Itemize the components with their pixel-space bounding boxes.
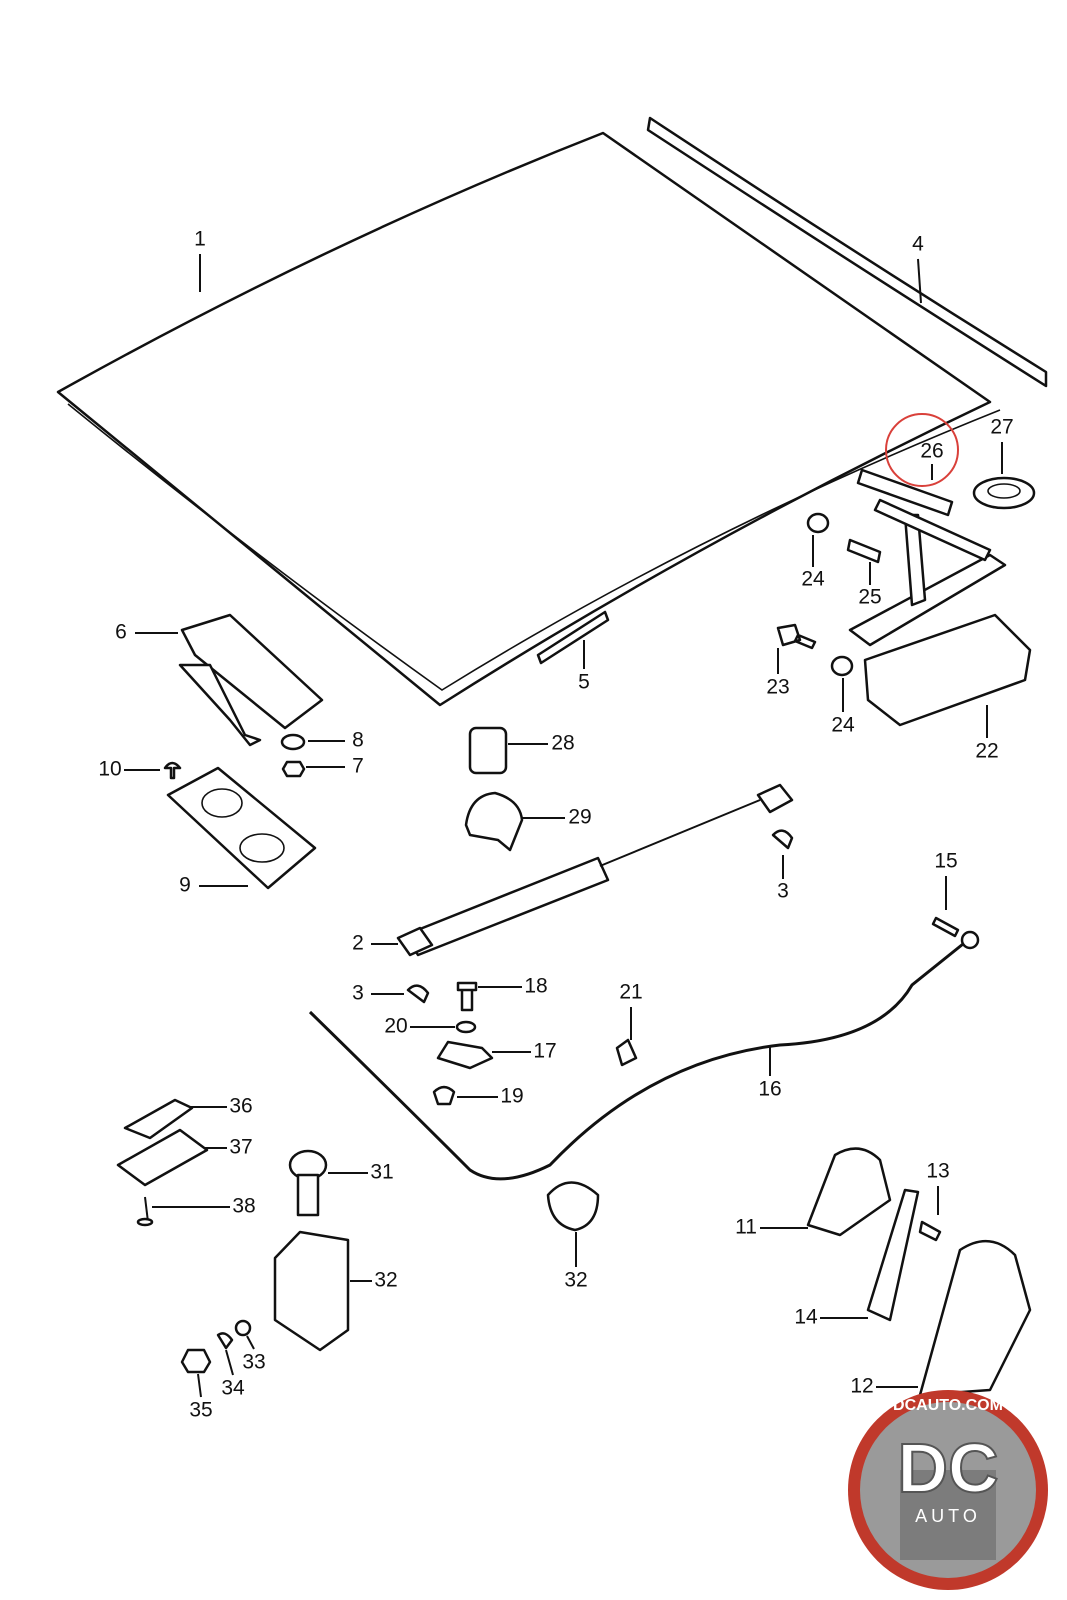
callout-label: 21 (619, 981, 642, 1004)
washer (806, 512, 830, 534)
callout-label: 13 (926, 1160, 949, 1183)
nut (281, 760, 306, 778)
dcauto-logo: DCAUTO.COM DC AUTO (848, 1390, 1048, 1590)
callout-label: 25 (858, 586, 881, 609)
callout-label: 3 (352, 982, 364, 1005)
hood-panel (56, 131, 992, 707)
lock-lever (178, 663, 262, 747)
bracket (436, 1040, 494, 1070)
base-hole (201, 788, 243, 818)
callout-label: 10 (98, 758, 121, 781)
logo-site-text: DCAUTO.COM (893, 1397, 1003, 1414)
lock-base (166, 766, 317, 890)
cap (464, 791, 524, 852)
callout-label: 8 (352, 729, 364, 752)
callout-label: 37 (229, 1136, 252, 1159)
screw (144, 1196, 149, 1223)
strut-end (756, 783, 794, 814)
callout-label: 19 (500, 1085, 523, 1108)
callout-label: 20 (384, 1015, 407, 1038)
callout-label: 18 (524, 975, 547, 998)
trim-strip (536, 610, 610, 665)
pin (931, 916, 960, 938)
callout-label: 7 (352, 755, 364, 778)
mount-block (116, 1128, 209, 1187)
cable-eye (960, 930, 980, 950)
rubber-buffer (468, 726, 508, 775)
callout-label: 2 (352, 932, 364, 955)
bolt (918, 1220, 942, 1242)
callout-label: 9 (179, 874, 191, 897)
bolt (776, 623, 817, 650)
screw (163, 761, 182, 780)
callout-label: 4 (912, 233, 924, 256)
highlight-circle (885, 413, 959, 487)
bolt (456, 981, 478, 1012)
seal-strip (646, 116, 1048, 388)
callout-label: 15 (934, 850, 957, 873)
rubber-plug (546, 1181, 600, 1232)
cable-clip (615, 1038, 638, 1067)
callout-label: 31 (370, 1161, 393, 1184)
callout-label-highlighted: 26 (920, 440, 943, 463)
washer (234, 1319, 252, 1337)
logo-mark-text: DC (897, 1429, 998, 1507)
callout-label: 24 (801, 568, 825, 591)
grommet (432, 1085, 456, 1106)
callout-label: 11 (735, 1216, 757, 1239)
lock-plate (806, 1147, 892, 1237)
callout-label: 12 (850, 1375, 873, 1398)
callout-label: 27 (990, 416, 1013, 439)
callout-label: 32 (374, 1269, 397, 1292)
spring-washer (216, 1332, 234, 1350)
logo-word-text: AUTO (915, 1506, 981, 1526)
clip (771, 829, 794, 850)
clip (406, 984, 430, 1004)
callout-labels: 1 4 26 27 24 25 23 24 22 6 8 7 10 9 5 28… (98, 228, 1013, 1422)
bracket-block (273, 1230, 350, 1352)
callout-label: 24 (831, 714, 855, 737)
bolt (846, 538, 882, 564)
screw-head (136, 1217, 154, 1227)
hood-hinge (848, 468, 1032, 727)
callout-label: 38 (232, 1195, 255, 1218)
rubber-stop-stem (296, 1173, 320, 1217)
grommet-hole (987, 483, 1021, 499)
callout-label: 1 (194, 228, 206, 251)
base-hole (239, 833, 285, 863)
nut (180, 1348, 212, 1374)
callout-label: 3 (777, 880, 789, 903)
callout-label: 32 (564, 1269, 587, 1292)
callout-label: 17 (533, 1040, 556, 1063)
callout-label: 28 (551, 732, 574, 755)
strut-rod (599, 799, 761, 867)
callout-label: 6 (115, 621, 127, 644)
callout-label: 22 (975, 740, 998, 763)
callout-label: 34 (221, 1377, 245, 1400)
washer (280, 733, 306, 751)
callout-label: 36 (229, 1095, 252, 1118)
strut-end (396, 926, 434, 957)
callout-label: 14 (794, 1306, 818, 1329)
callout-label: 16 (758, 1078, 781, 1101)
callout-label: 23 (766, 676, 789, 699)
washer (830, 655, 854, 677)
hood-edge (67, 403, 1001, 691)
callout-label: 35 (189, 1399, 212, 1422)
gas-strut (403, 856, 610, 957)
washer (455, 1020, 477, 1034)
hood-lock (180, 613, 324, 730)
grommet (972, 476, 1036, 510)
callout-label: 29 (568, 806, 591, 829)
callout-label: 5 (578, 671, 590, 694)
leader-lines (124, 254, 1003, 1398)
lever (866, 1188, 920, 1322)
catch-plate (918, 1239, 1032, 1397)
callout-label: 33 (242, 1351, 265, 1374)
release-cable (308, 938, 969, 1181)
